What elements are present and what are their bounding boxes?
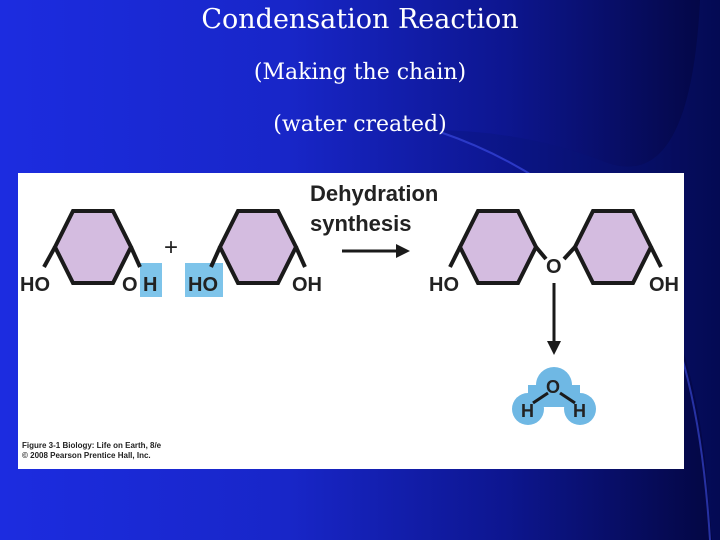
ring2-ho-label: HO (188, 274, 218, 296)
slide-subtitle-water: (water created) (273, 112, 447, 137)
slide-title: Condensation Reaction (201, 4, 519, 35)
dehydration-synthesis-figure: HO O H + HO OH Dehydration synthesis HO … (18, 173, 684, 469)
product-oh-label: OH (649, 274, 679, 296)
ring1-o-label: O (122, 274, 138, 296)
ring2-oh-label: OH (292, 274, 322, 296)
water-molecule: O H H (512, 367, 596, 425)
ring1-ho-label: HO (20, 274, 50, 296)
product-ring-b (572, 209, 654, 285)
glycosidic-o-label: O (546, 256, 562, 278)
sugar-ring-1 (52, 209, 134, 285)
highlight-ho (185, 263, 223, 297)
highlight-h (140, 263, 162, 297)
ring1-h-label: H (143, 274, 157, 296)
sugar-ring-2 (217, 209, 299, 285)
water-h-left-label: H (521, 401, 534, 421)
water-o-label: O (546, 377, 560, 397)
caption-copyright: © 2008 Pearson Prentice Hall, Inc. (22, 451, 151, 460)
plus-sign: + (164, 234, 178, 261)
heading-synthesis: synthesis (310, 211, 412, 236)
slide-subtitle-chain: (Making the chain) (253, 60, 467, 85)
caption-figure-ref: Figure 3-1 Biology: Life on Earth, 8/e (22, 441, 162, 450)
product-ring-a (457, 209, 539, 285)
figure-caption: Figure 3-1 Biology: Life on Earth, 8/e ©… (22, 441, 161, 461)
reaction-diagram: HO O H + HO OH Dehydration synthesis HO … (20, 181, 679, 425)
product-ho-label: HO (429, 274, 459, 296)
water-h-right-label: H (573, 401, 586, 421)
heading-dehydration: Dehydration (310, 181, 438, 206)
